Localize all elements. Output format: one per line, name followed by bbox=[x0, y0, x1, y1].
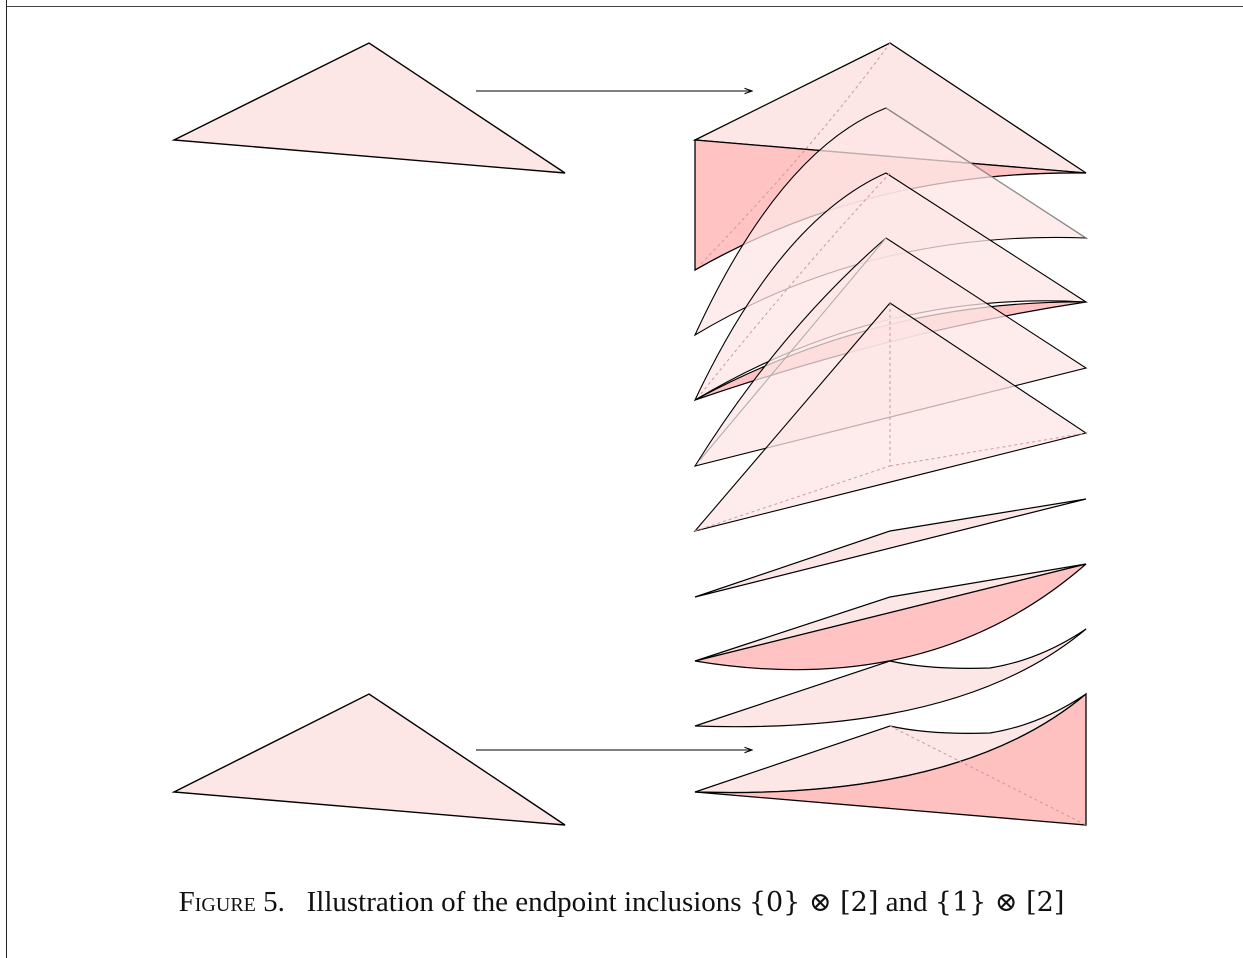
caption-joiner: and bbox=[885, 886, 928, 918]
caption-label: Figure 5. bbox=[178, 886, 285, 918]
page-frame-left bbox=[6, 0, 7, 958]
figure-caption: Figure 5. Illustration of the endpoint i… bbox=[0, 886, 1243, 926]
prism-slice-8 bbox=[694, 692, 1087, 826]
prism-slice-6 bbox=[694, 563, 1087, 671]
prism-slice-5 bbox=[694, 498, 1087, 598]
prism-stack bbox=[692, 42, 1089, 826]
page-frame-top bbox=[6, 6, 1243, 7]
prism-slice-7 bbox=[694, 628, 1087, 728]
caption-math-b: {1} ⊗ [2] bbox=[934, 887, 1065, 918]
prism-slice-4 bbox=[693, 302, 1088, 532]
source-triangle-top bbox=[171, 42, 566, 174]
source-triangle-bottom bbox=[171, 693, 566, 826]
caption-math-a: {0} ⊗ [2] bbox=[748, 887, 879, 918]
caption-text: Illustration of the endpoint inclusions bbox=[306, 886, 742, 918]
